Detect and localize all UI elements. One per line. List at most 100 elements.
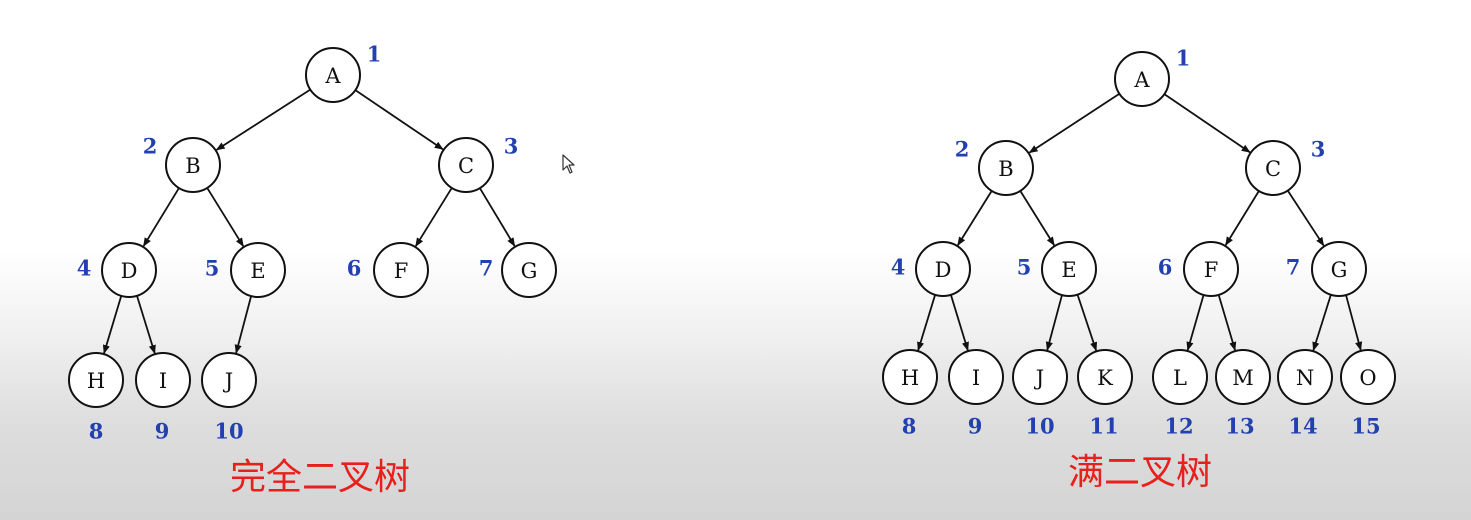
- tree-node-label: H: [87, 369, 105, 393]
- tree-edge-d-h: [917, 294, 936, 352]
- tree-node-index: 1: [367, 42, 382, 67]
- tree-node-j: J: [1012, 349, 1068, 405]
- tree-node-index: 7: [1286, 255, 1301, 280]
- tree-node-label: G: [1331, 258, 1348, 282]
- tree-node-i: I: [948, 349, 1004, 405]
- tree-node-label: E: [250, 259, 265, 283]
- tree-node-label: B: [998, 157, 1013, 181]
- tree-node-d: D: [101, 242, 157, 298]
- tree-node-index: 8: [902, 414, 917, 439]
- tree-node-circle: [1114, 51, 1170, 107]
- tree-node-circle: [1277, 349, 1333, 405]
- tree-node-k: K: [1077, 349, 1133, 405]
- tree-node-a: A: [1114, 51, 1170, 107]
- tree-node-index: 2: [955, 137, 970, 162]
- tree-edge-d-i: [136, 295, 156, 355]
- tree-node-label: D: [935, 258, 952, 282]
- tree-node-circle: [915, 241, 971, 297]
- tree-edge-b-d: [957, 190, 993, 247]
- tree-node-circle: [948, 349, 1004, 405]
- tree-node-f: F: [1183, 241, 1239, 297]
- tree-node-circle: [1340, 349, 1396, 405]
- tree-node-i: I: [135, 352, 191, 408]
- tree-edge-e-k: [1076, 294, 1097, 352]
- tree-node-circle: [373, 242, 429, 298]
- tree-node-index: 1: [1176, 46, 1191, 71]
- tree-node-circle: [68, 352, 124, 408]
- tree-node-index: 2: [143, 134, 158, 159]
- tree-node-circle: [882, 349, 938, 405]
- tree-edge-g-o: [1345, 294, 1363, 351]
- tree-node-circle: [978, 140, 1034, 196]
- tree-node-label: I: [972, 366, 980, 390]
- tree-node-index: 14: [1288, 414, 1317, 439]
- tree-node-circle: [501, 242, 557, 298]
- tree-node-a: A: [305, 47, 361, 103]
- tree-node-index: 3: [1311, 137, 1326, 162]
- tree-node-label: A: [1133, 68, 1150, 92]
- tree-node-l: L: [1152, 349, 1208, 405]
- tree-node-f: F: [373, 242, 429, 298]
- tree-node-label: I: [159, 369, 167, 393]
- tree-node-index: 10: [1025, 414, 1054, 439]
- tree-edge-b-d: [142, 187, 180, 247]
- tree-node-c: C: [1245, 140, 1301, 196]
- tree-node-h: H: [68, 352, 124, 408]
- tree-edge-c-g: [479, 187, 516, 247]
- complete-binary-tree-caption: 完全二叉树: [230, 457, 411, 498]
- tree-node-circle: [135, 352, 191, 408]
- tree-edge-c-f: [414, 187, 453, 247]
- tree-edge-d-i: [950, 294, 969, 352]
- tree-edge-a-c: [354, 89, 444, 151]
- tree-node-n: N: [1277, 349, 1333, 405]
- tree-node-g: G: [501, 242, 557, 298]
- tree-node-index: 4: [891, 255, 906, 280]
- tree-node-index: 5: [205, 256, 220, 281]
- tree-node-m: M: [1215, 349, 1271, 405]
- tree-edge-g-n: [1312, 294, 1332, 352]
- tree-node-label: B: [185, 154, 200, 178]
- tree-node-e: E: [230, 242, 286, 298]
- tree-node-circle: [1183, 241, 1239, 297]
- tree-edge-a-b: [215, 88, 311, 151]
- tree-edge-c-f: [1224, 190, 1260, 246]
- tree-node-circle: [305, 47, 361, 103]
- tree-edge-a-b: [1028, 93, 1120, 154]
- tree-edge-a-c: [1163, 93, 1251, 154]
- tree-node-label: C: [1265, 157, 1281, 181]
- tree-node-label: C: [458, 154, 474, 178]
- tree-node-label: K: [1097, 366, 1113, 390]
- tree-node-label: N: [1296, 366, 1314, 390]
- tree-node-circle: [1012, 349, 1068, 405]
- tree-edge-b-e: [1019, 190, 1055, 247]
- tree-node-g: G: [1311, 241, 1367, 297]
- tree-edge-c-g: [1287, 190, 1325, 247]
- tree-node-circle: [1311, 241, 1367, 297]
- tree-node-circle: [1245, 140, 1301, 196]
- tree-node-label: G: [521, 259, 538, 283]
- tree-node-h: H: [882, 349, 938, 405]
- tree-edge-e-j: [234, 295, 252, 354]
- tree-node-circle: [1152, 349, 1208, 405]
- tree-node-circle: [1077, 349, 1133, 405]
- tree-edge-f-l: [1186, 294, 1205, 351]
- tree-node-label: J: [223, 369, 233, 393]
- tree-node-circle: [201, 352, 257, 408]
- tree-node-index: 15: [1351, 414, 1380, 439]
- tree-node-index: 12: [1164, 414, 1193, 439]
- tree-node-circle: [230, 242, 286, 298]
- tree-edge-f-m: [1217, 294, 1237, 352]
- tree-node-label: M: [1232, 366, 1254, 390]
- tree-node-label: J: [1034, 366, 1044, 390]
- tree-node-index: 9: [968, 414, 983, 439]
- tree-node-label: L: [1173, 366, 1187, 390]
- tree-node-label: D: [121, 259, 138, 283]
- tree-node-j: J: [201, 352, 257, 408]
- tree-node-index: 13: [1225, 414, 1254, 439]
- tree-node-e: E: [1041, 241, 1097, 297]
- tree-node-label: A: [324, 64, 341, 88]
- full-binary-tree-caption: 满二叉树: [1068, 452, 1213, 493]
- mouse-cursor-icon: [562, 154, 575, 174]
- tree-node-circle: [101, 242, 157, 298]
- tree-node-label: O: [1359, 366, 1376, 390]
